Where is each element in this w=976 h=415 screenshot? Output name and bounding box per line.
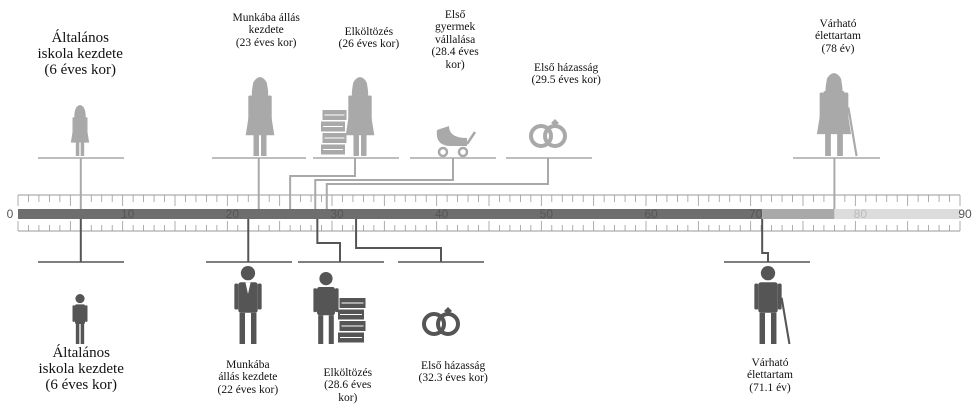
man-boxes-icon: [313, 272, 366, 344]
label-line: (71.1 év): [749, 381, 791, 394]
old-man-icon: [754, 266, 791, 345]
rings-icon: [422, 307, 460, 336]
label-line: Várható: [819, 18, 857, 30]
rings-icon: [529, 119, 567, 148]
stroller-icon: [436, 126, 477, 158]
female-connector: [325, 158, 549, 209]
label-line: (23 éves kor): [235, 36, 297, 49]
axis-label: 0: [7, 207, 14, 221]
label-line: gyermek: [435, 21, 476, 34]
label-line: (6 éves kor): [45, 377, 118, 394]
label-line: (26 éves kor): [338, 38, 400, 51]
label-line: Általános: [52, 345, 110, 361]
lifespan-bar-remaining: [834, 209, 960, 219]
male-connector: [761, 219, 769, 262]
label-line: Elköltözés: [323, 367, 373, 379]
label-line: élettartam: [747, 369, 793, 382]
male-connector: [355, 219, 442, 262]
lifespan-bar-female-extra: [762, 209, 835, 219]
label-line: iskola kezdete: [38, 361, 124, 378]
label-line: vállalása: [435, 33, 476, 46]
axis-label: 70: [749, 207, 763, 221]
label-line: Várható: [751, 357, 789, 369]
girl-icon: [70, 105, 90, 156]
label-line: Első házasság: [534, 62, 599, 74]
label-line: iskola kezdete: [37, 46, 123, 63]
axis-label: 50: [540, 207, 554, 221]
axis-label: 20: [226, 207, 240, 221]
label-line: Munkába: [226, 359, 270, 371]
label-line: (28.6 éves: [324, 379, 372, 392]
label-line: élettartam: [815, 30, 861, 43]
old-woman-icon: [816, 73, 858, 157]
label-line: Általános: [51, 30, 109, 46]
female-label-marriage: Első házasság(29.5 éves kor): [532, 62, 601, 87]
label-line: (32.3 éves kor): [418, 372, 488, 385]
axis-label: 10: [121, 207, 135, 221]
label-line: (28.4 éves: [431, 46, 479, 59]
man-worker-icon: [234, 266, 262, 344]
label-line: Első házasság: [421, 360, 486, 372]
boy-icon: [72, 294, 88, 344]
label-line: állás kezdete: [218, 371, 278, 384]
male-connector: [316, 219, 341, 262]
axis-label: 40: [435, 207, 449, 221]
male-label-marriage: Első házasság(32.3 éves kor): [419, 360, 488, 385]
label-line: Első: [444, 9, 466, 21]
label-line: Munkába állás: [232, 12, 300, 24]
axis-label: 80: [854, 207, 868, 221]
label-line: (78 év): [821, 42, 855, 55]
woman-boxes-icon: [321, 77, 375, 156]
label-line: kor): [338, 391, 358, 404]
axis-label: 30: [330, 207, 344, 221]
female-label-move: Elköltözés(26 éves kor): [339, 26, 400, 51]
axis-label: 90: [958, 207, 972, 221]
female-connector: [314, 158, 454, 209]
label-line: (6 éves kor): [44, 62, 117, 79]
female-connector: [289, 158, 356, 209]
woman-worker-icon: [245, 77, 275, 156]
lifespan-bar-male: [18, 209, 763, 219]
label-line: kor): [445, 58, 465, 71]
label-line: (22 éves kor): [217, 383, 279, 396]
label-line: Elköltözés: [344, 26, 394, 38]
axis-label: 60: [644, 207, 658, 221]
label-line: kezdete: [248, 24, 284, 37]
label-line: (29.5 éves kor): [531, 74, 601, 87]
